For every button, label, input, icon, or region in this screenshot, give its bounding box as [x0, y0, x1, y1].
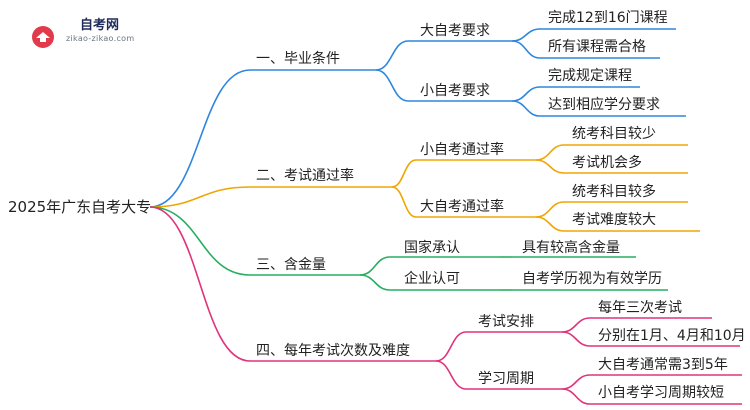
b2-s1-leaf-1-connector [535, 144, 565, 161]
b3-sub-1-connector [359, 256, 391, 276]
b3-sub-2: 企业认可 [404, 271, 460, 287]
b2-s1-leaf-2-connector [535, 159, 565, 174]
branch-2-label: 二、考试通过率 [256, 168, 354, 184]
branch-3-connector [149, 206, 251, 276]
b2-s1-leaf-2: 考试机会多 [572, 155, 642, 171]
b2-s2-leaf-2: 考试难度较大 [572, 212, 656, 228]
b4-s2-leaf-1: 大自考通常需3到5年 [598, 357, 728, 373]
b4-s2-leaf-2: 小自考学习周期较短 [598, 385, 724, 401]
b1-s1-leaf-1: 完成12到16门课程 [548, 10, 668, 26]
b1-s1-leaf-1-connector [511, 28, 541, 42]
b1-sub-2: 小自考要求 [420, 83, 490, 99]
b1-s2-leaf-2: 达到相应学分要求 [548, 97, 660, 113]
b2-sub-1-connector [391, 159, 417, 188]
logo-url: zikao-zikao.com [66, 34, 135, 43]
b4-s2-leaf-1-connector [561, 374, 591, 390]
b4-sub-2: 学习周期 [478, 371, 534, 387]
b4-sub-1: 考试安排 [478, 314, 534, 330]
b3-sub-1: 国家承认 [404, 240, 460, 256]
b3-sub-2-connector [359, 274, 391, 291]
b4-s1-leaf-2: 分别在1月、4月和10月 [598, 328, 746, 344]
b4-sub-2-connector [435, 360, 467, 390]
branch-1-label: 一、毕业条件 [256, 51, 340, 67]
branch-3-label: 三、含金量 [256, 257, 326, 273]
b1-s2-leaf-2-connector [511, 100, 541, 117]
b4-s2-leaf-2-connector [561, 388, 591, 405]
b4-sub-1-connector [435, 331, 467, 362]
b1-s1-leaf-2-connector [511, 40, 541, 59]
branch-4-label: 四、每年考试次数及难度 [256, 343, 410, 359]
cap-shape [36, 32, 50, 38]
b1-sub-1-connector [375, 40, 409, 71]
b1-s2-leaf-1: 完成规定课程 [548, 68, 632, 84]
cap-base-shape [40, 38, 46, 42]
branch-4-connector [149, 206, 251, 362]
b2-sub-2: 大自考通过率 [420, 199, 504, 215]
b2-sub-2-connector [391, 186, 417, 218]
b2-s1-leaf-1: 统考科目较少 [572, 126, 656, 142]
branch-2-connector [149, 186, 251, 208]
b1-sub-1: 大自考要求 [420, 23, 490, 39]
b1-s2-leaf-1-connector [511, 86, 541, 102]
b2-sub-1: 小自考通过率 [420, 142, 504, 158]
b1-sub-2-connector [375, 69, 409, 102]
root-node: 2025年广东自考大专 [8, 198, 152, 216]
b2-s2-leaf-2-connector [535, 216, 565, 232]
b4-s1-leaf-1-connector [561, 317, 591, 333]
b1-s1-leaf-2: 所有课程需合格 [548, 39, 646, 55]
b3-s1-leaf-1: 具有较高含金量 [522, 240, 620, 256]
b3-s2-leaf-1: 自考学历视为有效学历 [522, 271, 662, 287]
b4-s1-leaf-1: 每年三次考试 [598, 300, 682, 316]
b4-s1-leaf-2-connector [561, 331, 591, 347]
site-logo: 自考网 zikao-zikao.com [18, 12, 168, 52]
b2-s2-leaf-1: 统考科目较多 [572, 184, 656, 200]
b2-s2-leaf-1-connector [535, 201, 565, 218]
logo-name: 自考网 [80, 18, 120, 33]
branch-1-connector [149, 69, 251, 208]
